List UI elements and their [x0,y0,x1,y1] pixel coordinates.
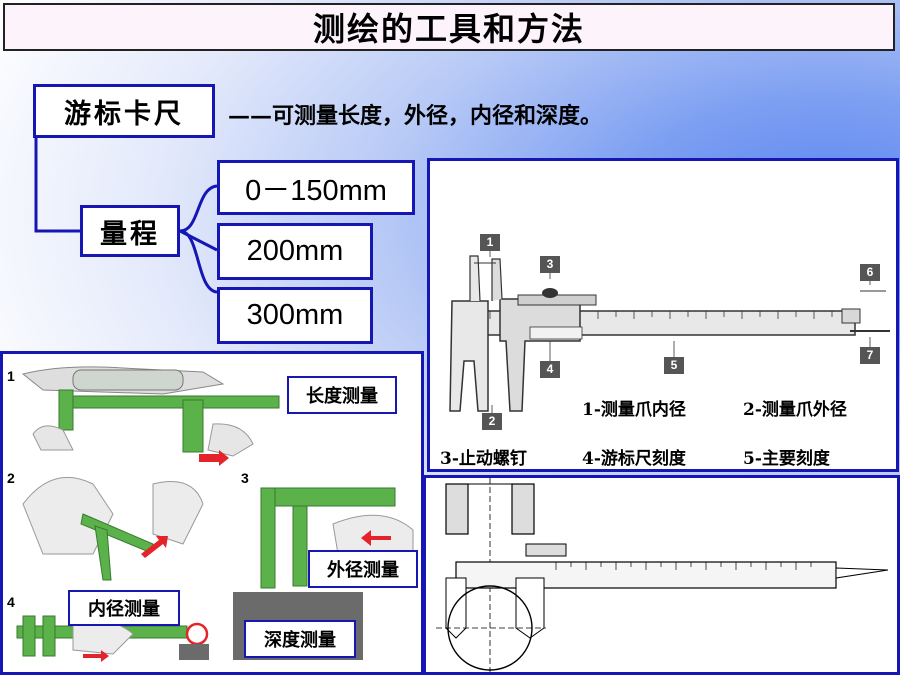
step-number-1: 1 [7,368,15,384]
caliper-drawing [436,478,889,672]
callout-2: 2 [488,414,496,428]
step-number-3: 3 [241,470,249,486]
depth-measure-label: 深度测量 [244,620,356,658]
range-option-1-text: 0－150mm [245,174,387,207]
page-title: 测绘的工具和方法 [3,3,895,51]
range-label: 量程 [100,218,160,250]
tool-name-box: 游标卡尺 [33,84,215,138]
tree-connectors [34,138,218,294]
callout-1: 1 [486,235,494,249]
legend-item-2: 2-测量爪外径 [743,400,847,420]
callout-3: 3 [546,257,554,271]
caliper-parts-diagram: 1 3 4 5 2 6 7 1-测量爪内径 2-测量爪外径 3-止动螺钉 4-游… [427,158,899,472]
range-option-3: 300mm [217,287,373,344]
tool-description: ——可测量长度，外径，内径和深度。 [228,103,603,129]
range-option-3-text: 300mm [246,299,344,331]
legend-item-1: 1-测量爪内径 [582,400,686,420]
outer-diameter-label: 外径测量 [308,550,418,588]
caliper-diagram-drawing [449,234,890,430]
step-number-2: 2 [7,470,15,486]
legend-item-4: 4-游标尺刻度 [582,449,686,469]
step-number-4: 4 [7,594,15,610]
tool-name: 游标卡尺 [64,98,184,130]
legend-item-3: 3-止动螺钉 [440,449,527,469]
length-measure-label: 长度测量 [287,376,397,414]
caliper-measuring-drawing [423,475,900,675]
measurement-photos-panel: 1 2 3 4 长度测量 外径测量 内径测量 深度测量 [0,351,424,675]
range-option-2-text: 200mm [246,235,344,267]
range-option-1: 0－150mm [217,160,415,215]
callout-7: 7 [866,348,874,362]
callout-5: 5 [670,358,678,372]
legend-item-5: 5-主要刻度 [743,449,830,469]
callout-6: 6 [866,265,874,279]
callout-4: 4 [546,362,554,376]
inner-diameter-label: 内径测量 [68,590,180,626]
range-label-box: 量程 [80,205,180,257]
range-option-2: 200mm [217,223,373,280]
